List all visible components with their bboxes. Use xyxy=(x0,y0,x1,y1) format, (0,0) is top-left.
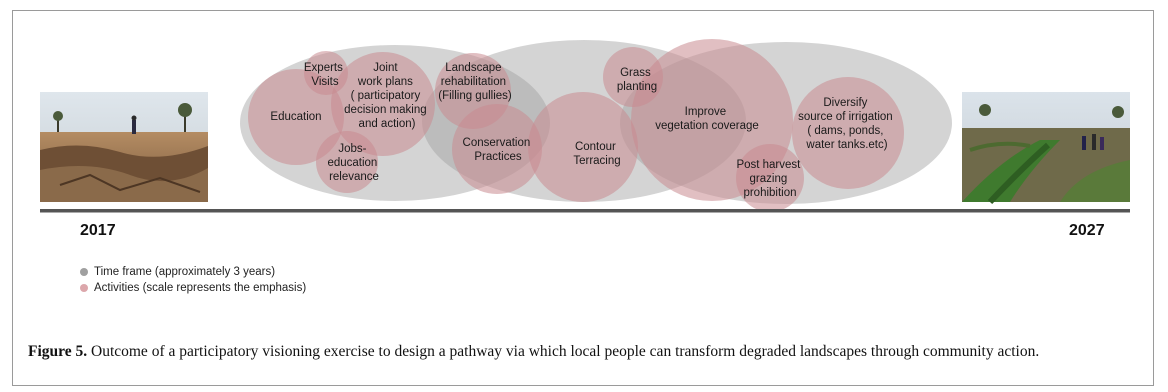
contour-terracing-bubble xyxy=(528,92,638,202)
label-joint-work-plans: Joint work plans ( participatory decisio… xyxy=(344,62,430,130)
figure-caption: Figure 5. Outcome of a participatory vis… xyxy=(28,342,1148,362)
diversify-irrigation-bubble xyxy=(792,77,904,189)
label-conservation-practices: Conservation Practices xyxy=(463,137,534,163)
caption-text: Outcome of a participatory visioning exe… xyxy=(87,343,1040,360)
degraded-landscape-photo xyxy=(40,92,208,202)
label-landscape-rehabilitation: Landscape rehabilitation (Filling gullie… xyxy=(438,62,512,102)
conservation-practices-bubble xyxy=(452,104,542,194)
label-education: Education xyxy=(270,111,321,123)
label-diversify-irrigation: Diversify source of irrigation ( dams, p… xyxy=(798,97,896,151)
label-improve-vegetation: Improve vegetation coverage xyxy=(655,106,759,132)
label-jobs-education: Jobs- education relevance xyxy=(327,143,380,183)
start-year: 2017 xyxy=(80,222,116,239)
legend-activities: Activities (scale represents the emphasi… xyxy=(80,282,306,294)
time-frame-swatch xyxy=(80,268,88,276)
joint-work-plans-bubble xyxy=(331,52,435,156)
legend-time-frame-label: Time frame (approximately 3 years) xyxy=(94,266,276,278)
label-grass-planting: Grass planting xyxy=(617,67,657,93)
post-harvest-bubble xyxy=(736,144,804,212)
label-contour-terracing: Contour Terracing xyxy=(573,141,620,167)
jobs-education-bubble xyxy=(316,131,378,193)
restored-landscape-photo xyxy=(962,92,1130,205)
activity-swatch xyxy=(80,284,88,292)
label-post-harvest: Post harvest grazing prohibition xyxy=(736,159,803,199)
activity-circles xyxy=(248,39,904,212)
timeline-bar xyxy=(40,209,1130,213)
label-experts-visits: Experts Visits xyxy=(304,62,346,88)
legend-activities-label: Activities (scale represents the emphasi… xyxy=(94,282,307,294)
legend-time-frame: Time frame (approximately 3 years) xyxy=(80,266,275,278)
end-year: 2027 xyxy=(1069,222,1105,239)
caption-label: Figure 5. xyxy=(28,343,88,360)
activity-labels: Education Experts Visits Joint work plan… xyxy=(270,62,896,199)
